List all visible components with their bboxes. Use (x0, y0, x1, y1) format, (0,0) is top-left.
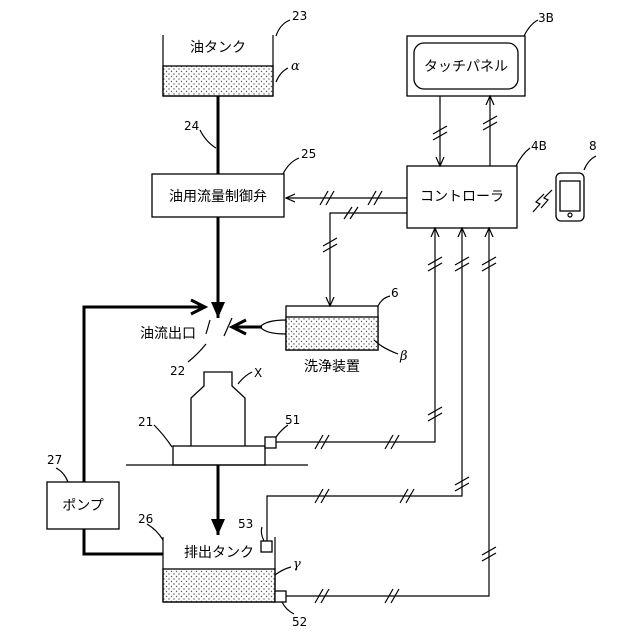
ref-23: 23 (292, 9, 307, 23)
ref-53: 53 (238, 517, 253, 531)
leader-21 (154, 425, 172, 447)
ref-24: 24 (184, 119, 199, 133)
leader-53 (261, 527, 264, 541)
ref-4b: 4B (531, 139, 547, 153)
ref-25: 25 (301, 147, 316, 161)
oil-tank-label: 油タンク (190, 40, 246, 56)
cleaning-nozzle (260, 320, 286, 334)
ref-6: 6 (391, 286, 399, 300)
leader-8 (584, 156, 596, 170)
ref-22: 22 (170, 364, 185, 378)
sensor-51 (265, 437, 276, 448)
oil-liquid (163, 66, 273, 96)
workpiece-bottle (191, 372, 245, 446)
outlet-slash-left (206, 320, 210, 334)
leader-22 (188, 344, 206, 362)
cleaner-label: 洗浄装置 (304, 359, 360, 375)
oil-tank: 油タンク (163, 35, 273, 96)
ref-27: 27 (47, 453, 62, 467)
leader-alpha (276, 68, 288, 82)
leader-52 (282, 602, 294, 614)
sensor-52 (275, 591, 286, 602)
wireless-bolt-icon (541, 190, 552, 208)
ref-alpha: α (291, 59, 300, 74)
drain-liquid (163, 569, 275, 602)
signal-52-to-controller (286, 228, 489, 596)
leader-6 (378, 296, 390, 306)
ref-x: X (254, 366, 262, 380)
leader-23 (276, 20, 290, 36)
touch-panel-label: タッチパネル (424, 59, 508, 75)
leader-25 (283, 158, 299, 174)
leader-24 (200, 130, 216, 148)
leader-4b (516, 148, 530, 166)
leader-3b (524, 20, 538, 36)
ref-gamma: γ (293, 557, 301, 572)
drain-tank-label: 排出タンク (184, 545, 254, 561)
pump-label: ポンプ (62, 498, 104, 514)
ref-51: 51 (285, 413, 300, 427)
break-marks-cleaner (323, 207, 358, 252)
ref-3b: 3B (538, 11, 554, 25)
flow-valve-label: 油用流量制御弁 (169, 189, 267, 205)
ref-beta: β (399, 349, 408, 364)
wireless-bolt-icon-2 (533, 194, 544, 212)
signal-53-to-controller (267, 228, 462, 541)
cleaning-liquid (286, 317, 378, 350)
smartphone-screen (560, 181, 580, 211)
leader-gamma (275, 567, 291, 575)
drain-to-pump-line (84, 529, 163, 554)
controller-label: コントローラ (420, 189, 504, 205)
outlet-label: 油流出口 (140, 326, 196, 342)
ref-26: 26 (138, 512, 153, 526)
leader-27 (56, 468, 68, 482)
leader-x (238, 372, 252, 384)
ref-8: 8 (589, 139, 597, 153)
drain-tank: 排出タンク (163, 537, 275, 602)
leader-26 (147, 524, 163, 540)
break-marks-panel (433, 116, 497, 140)
ref-21: 21 (138, 415, 153, 429)
outlet-slash-right (224, 318, 232, 336)
sensor-53 (261, 541, 272, 552)
ref-52: 52 (292, 615, 307, 629)
work-table (173, 446, 265, 465)
